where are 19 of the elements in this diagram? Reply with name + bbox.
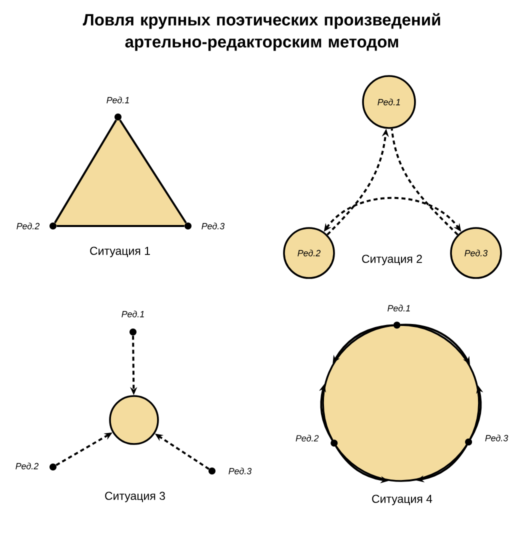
caption-text: Ситуация 1 xyxy=(90,246,150,258)
node-label: Ред.2 xyxy=(16,462,39,470)
caption-text: Ситуация 3 xyxy=(105,492,165,502)
circle-node: Ред.3 xyxy=(450,227,502,279)
node-label: Ред.1 xyxy=(106,96,129,104)
node-label: Ред.1 xyxy=(122,310,144,318)
circle-node: Ред.2 xyxy=(283,227,335,279)
circle-shape xyxy=(322,324,480,482)
node-label: Ред.2 xyxy=(16,222,40,230)
node-label: Ред.3 xyxy=(228,468,252,474)
node-label: Ред.3 xyxy=(485,434,508,442)
caption-text: Ситуация 4 xyxy=(372,494,432,506)
node-label: Ред.3 xyxy=(202,222,225,230)
circle-node: Ред.1 xyxy=(362,75,416,129)
caption-text: Ситуация 2 xyxy=(362,254,422,266)
node-label: Ред.1 xyxy=(388,304,410,312)
title: Ловля крупных поэтических произведений артельно-редакторским методом xyxy=(82,13,440,51)
circle-shape xyxy=(109,395,159,445)
node-label: Ред.2 xyxy=(296,434,319,442)
